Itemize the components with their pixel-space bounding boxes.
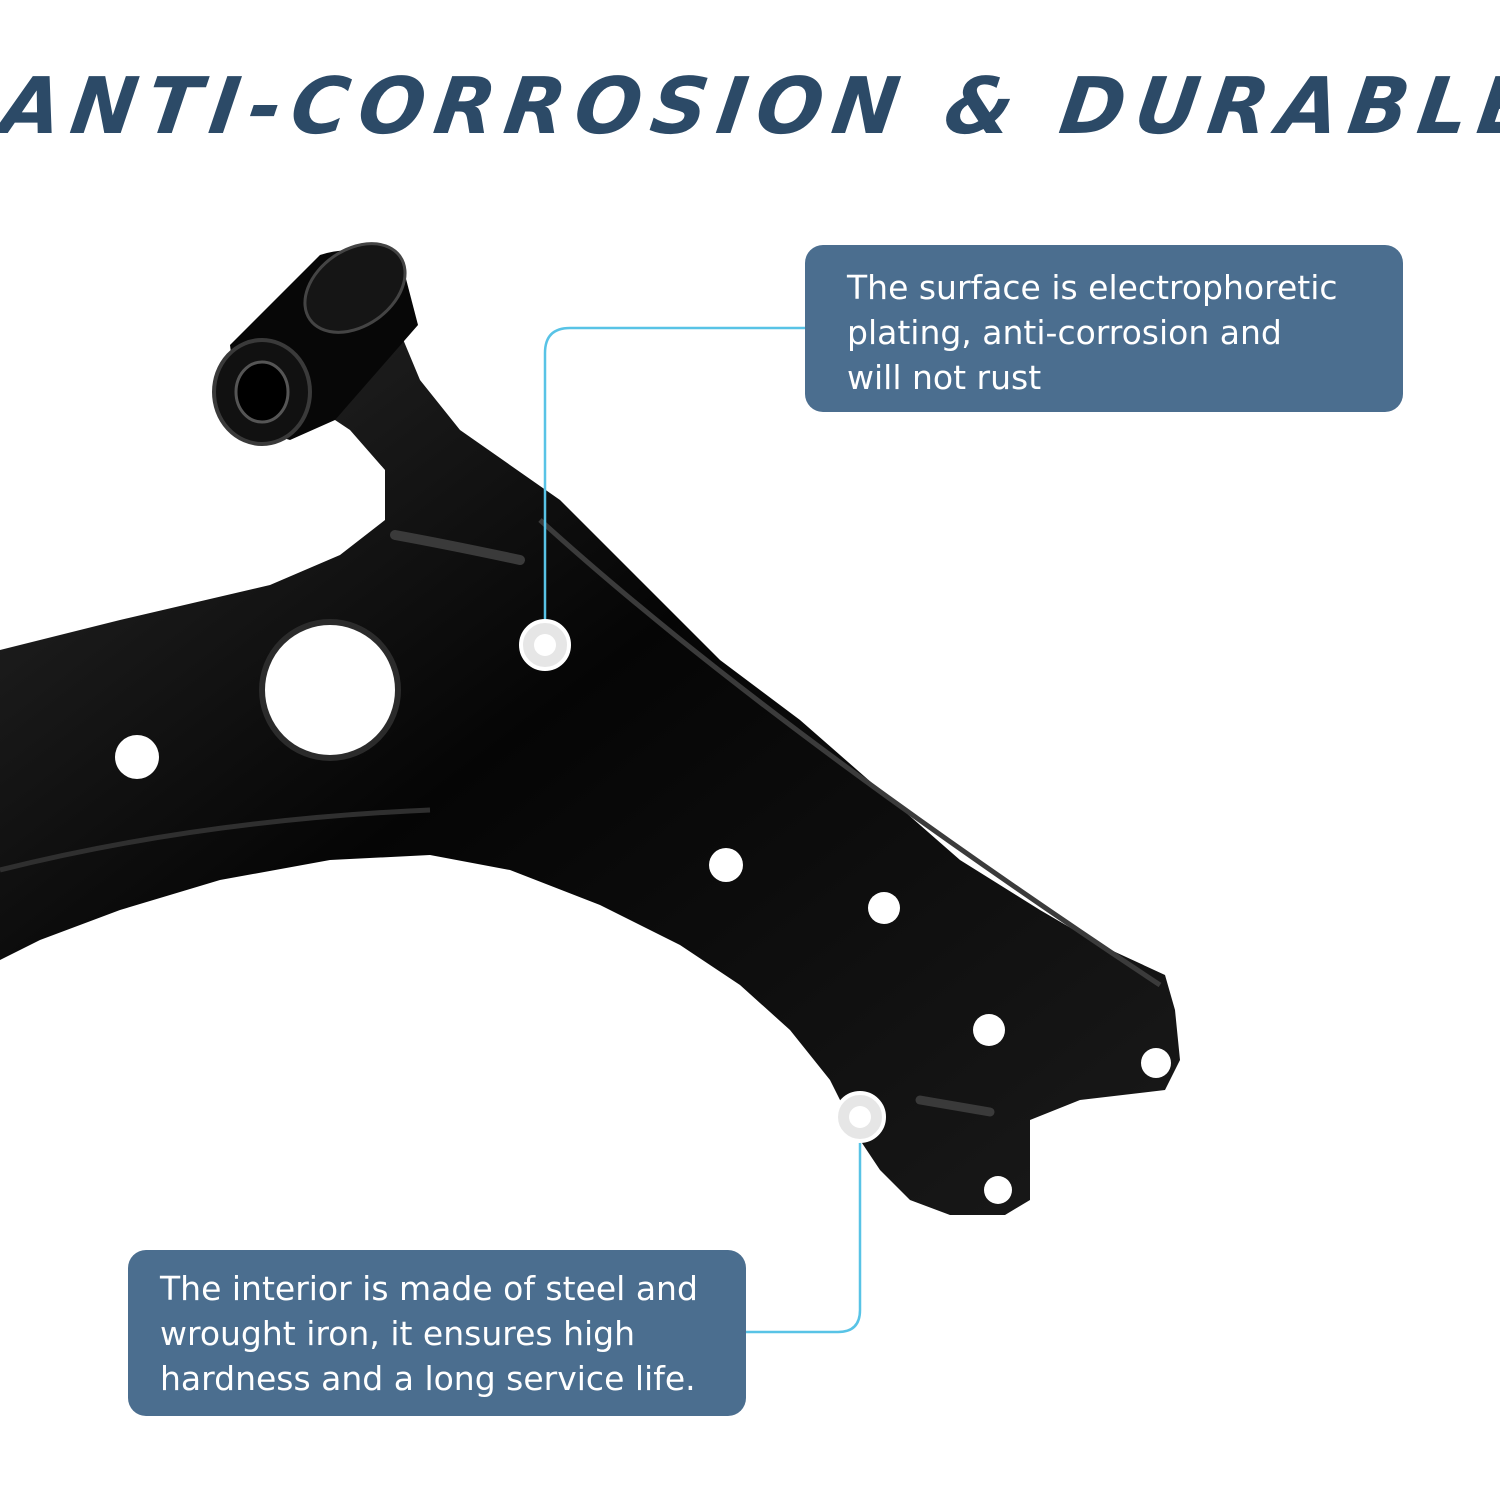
control-arm-image [0, 242, 1180, 1215]
callout-interior-line: hardness and a long service life. [160, 1359, 696, 1398]
leader-line-surface [543, 326, 805, 625]
marker-dot-icon [519, 619, 571, 671]
callout-surface-line: will not rust [847, 358, 1042, 397]
callout-surface-line: The surface is electrophoretic [847, 268, 1338, 307]
marker-dot-icon [834, 1091, 886, 1143]
leader-line-interior [746, 1135, 862, 1334]
callout-interior-line: The interior is made of steel and [160, 1269, 698, 1308]
callout-surface: The surface is electrophoretic plating, … [805, 245, 1403, 412]
callout-surface-line: plating, anti-corrosion and [847, 313, 1282, 352]
callout-interior-line: wrought iron, it ensures high [160, 1314, 636, 1353]
callout-interior: The interior is made of steel and wrough… [128, 1250, 746, 1416]
